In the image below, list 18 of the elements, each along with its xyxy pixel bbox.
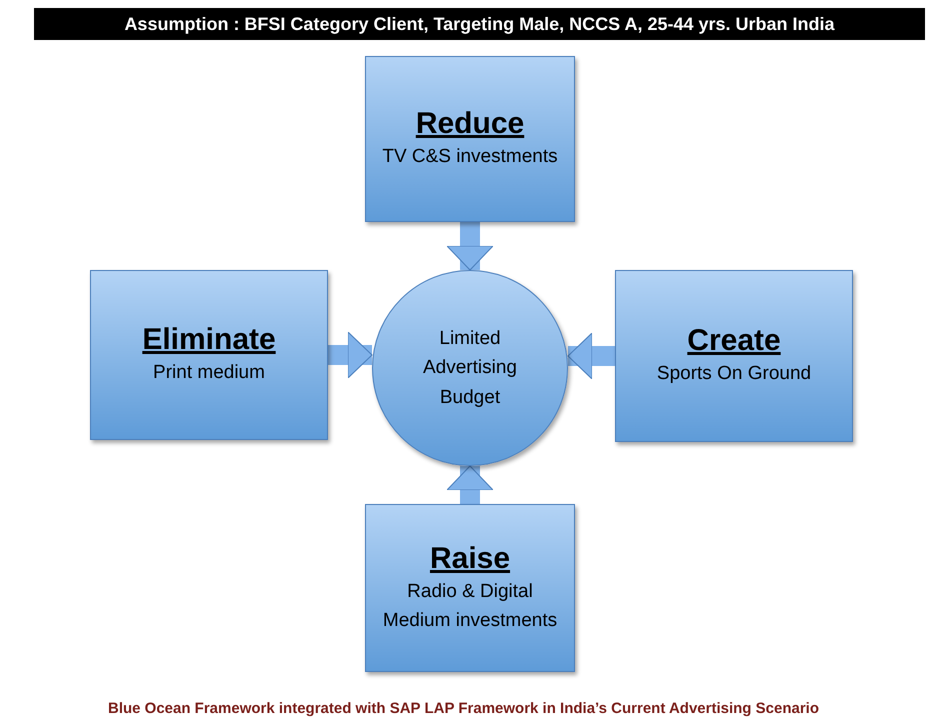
box-heading: Reduce	[416, 106, 524, 142]
box-text: Limited Advertising Budget	[422, 326, 518, 410]
box-heading: Create	[687, 323, 781, 360]
box-text: Radio & Digital Medium investments	[382, 580, 558, 633]
block-arrow	[568, 332, 615, 380]
box-text: TV C&S investments	[381, 145, 559, 170]
strategy-box	[365, 56, 575, 222]
box-heading: Eliminate	[142, 322, 276, 358]
block-arrow	[446, 222, 494, 270]
block-arrow	[328, 332, 372, 378]
strategy-box	[90, 270, 328, 440]
assumption-banner: Assumption : BFSI Category Client, Targeting Male, NCCS A, 25-44 yrs. Urban India	[34, 8, 925, 40]
strategy-box	[615, 270, 853, 442]
strategy-box	[365, 504, 575, 672]
caption: Blue Ocean Framework integrated with SAP LAP Framework in India’s Current Advertising Scenario	[106, 700, 820, 717]
box-text: Sports On Ground	[656, 362, 812, 386]
box-heading: Raise	[430, 540, 510, 577]
box-text: Print medium	[152, 361, 266, 386]
